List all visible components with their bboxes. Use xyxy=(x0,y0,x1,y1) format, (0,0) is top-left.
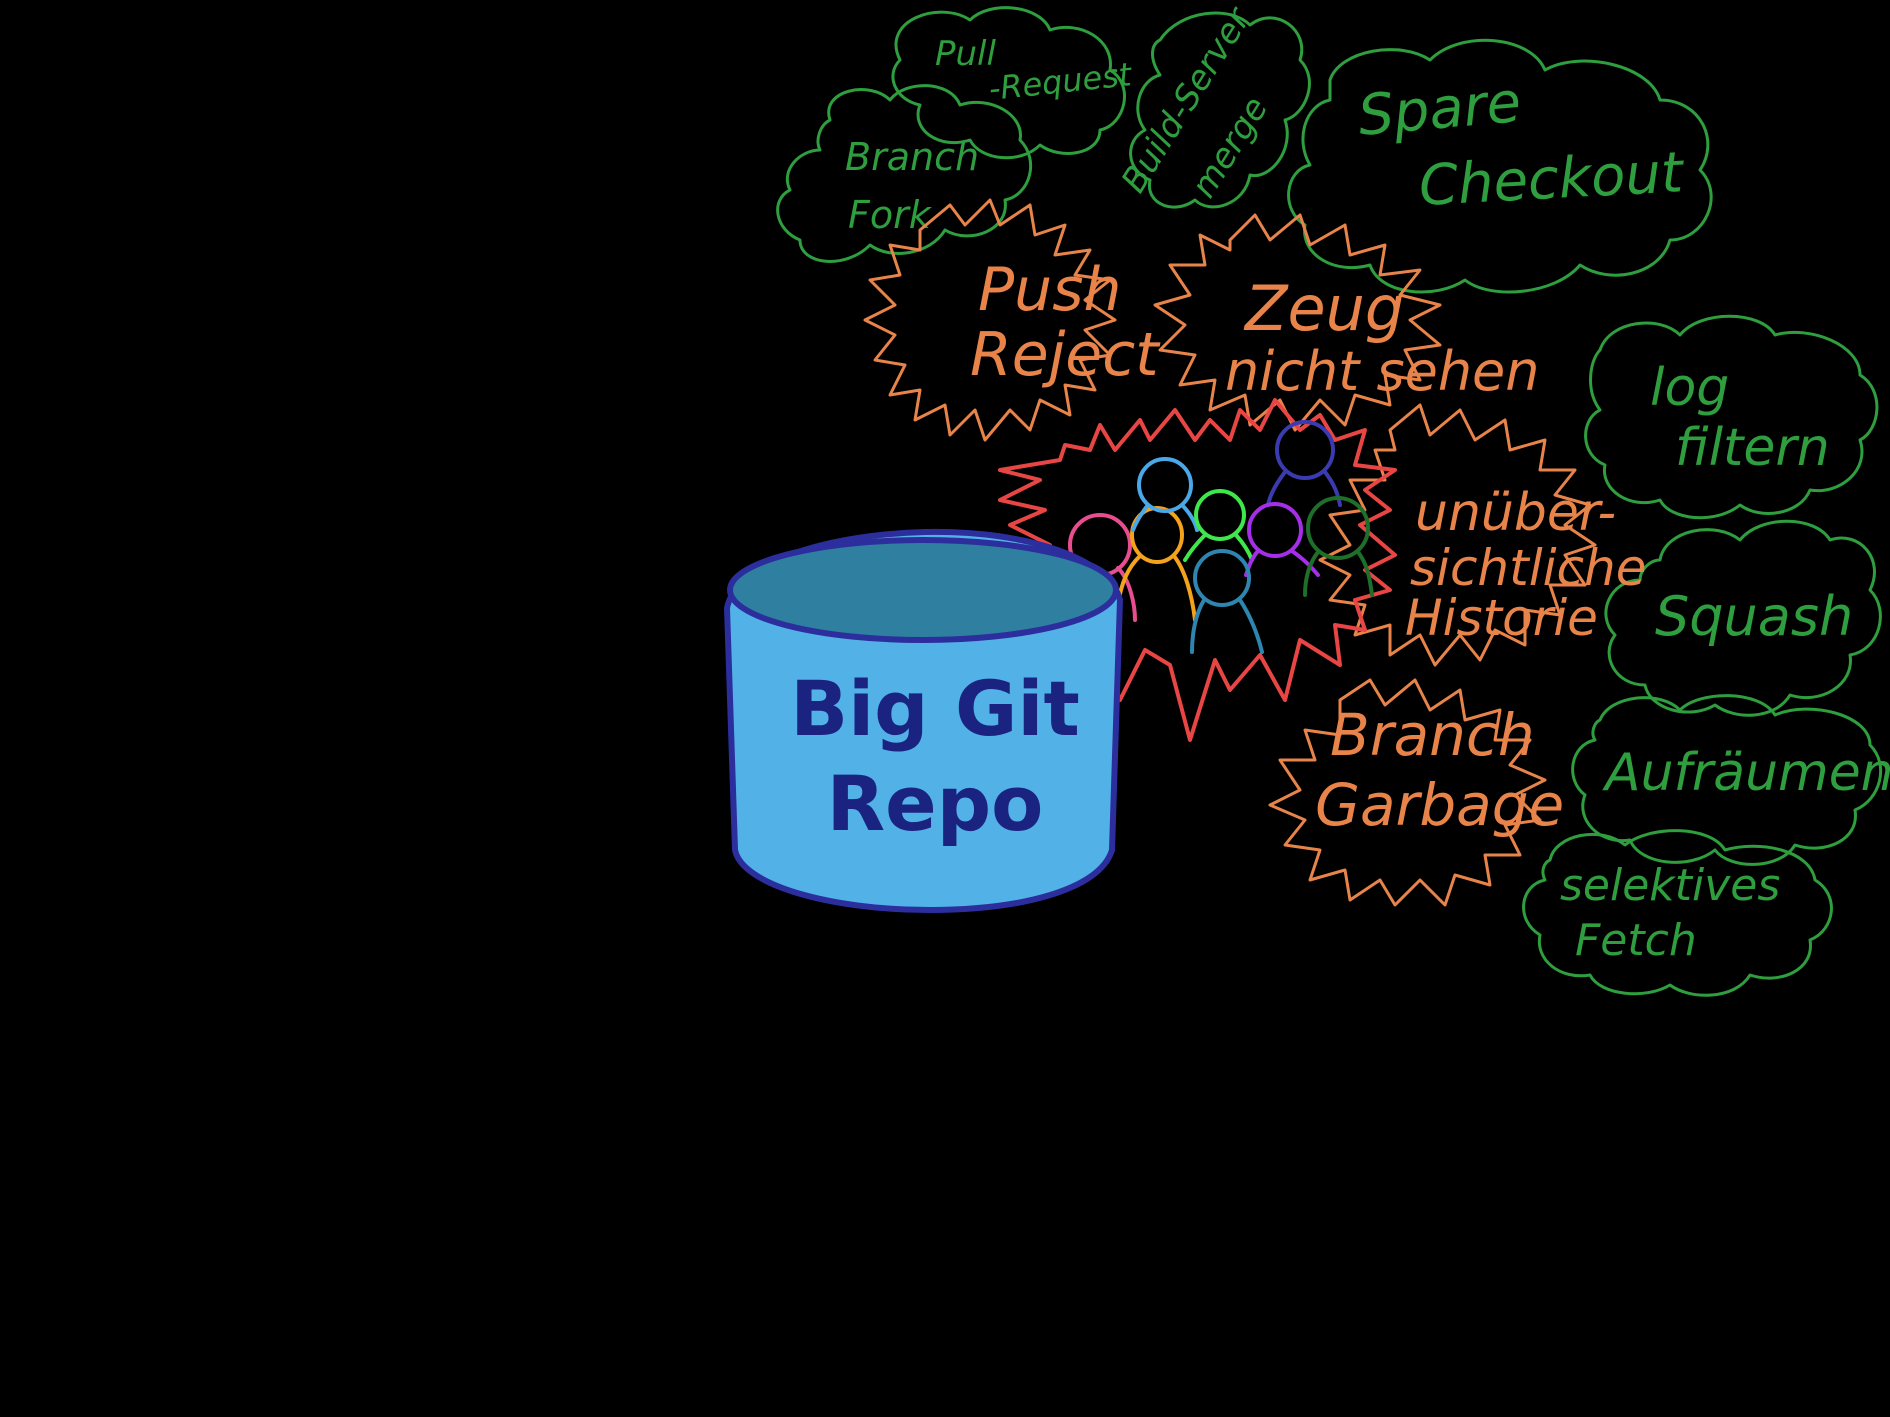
label-branch-fork-1: Branch xyxy=(845,135,979,179)
cloud-build-server xyxy=(1129,11,1311,209)
label-selektives-fetch-2: Fetch xyxy=(1575,915,1697,966)
cloud-aufraeumen xyxy=(1571,694,1883,866)
person-dark-blue xyxy=(1266,420,1342,507)
problem-bursts xyxy=(863,198,1597,907)
person-purple xyxy=(1244,502,1320,577)
cloud-sparse-checkout xyxy=(1287,38,1713,294)
problem-labels: Push Reject Zeug nicht sehen unüber- sic… xyxy=(970,255,1646,839)
cylinder-top xyxy=(727,537,1119,643)
label-selektives-fetch-1: selektives xyxy=(1560,860,1780,911)
label-log-filtern-2: filtern xyxy=(1675,418,1830,478)
burst-zeug-nicht-sehen xyxy=(1153,213,1442,432)
solution-clouds xyxy=(776,6,1883,997)
cloud-selektives-fetch xyxy=(1522,829,1833,997)
cloud-pull-request xyxy=(891,6,1126,160)
label-log-filtern-1: log xyxy=(1650,358,1729,418)
burst-push-reject xyxy=(863,198,1117,442)
cloud-log-filtern xyxy=(1584,314,1879,520)
person-steel-blue xyxy=(1190,549,1264,654)
burst-branch-garbage xyxy=(1268,678,1547,907)
label-sparse-checkout-1: Spare xyxy=(1356,70,1524,149)
label-zeug-1: Zeug xyxy=(1243,272,1404,345)
label-historie-3: Historie xyxy=(1405,589,1598,647)
person-orange xyxy=(1116,506,1197,622)
git-repo-cylinder: Big Git Repo xyxy=(724,528,1123,913)
label-branch-garbage-1: Branch xyxy=(1330,701,1535,769)
person-light-blue xyxy=(1131,457,1199,532)
label-squash: Squash xyxy=(1655,585,1853,648)
repo-label-line2: Repo xyxy=(827,759,1044,848)
person-dark-green xyxy=(1303,496,1374,597)
label-zeug-2: nicht sehen xyxy=(1225,340,1540,403)
cloud-branch-fork xyxy=(776,84,1033,263)
label-push-reject-1: Push xyxy=(978,255,1122,325)
label-aufraeumen: Aufräumen xyxy=(1602,743,1890,803)
label-sparse-checkout-2: Checkout xyxy=(1417,140,1686,219)
label-pull-request-2: -Request xyxy=(987,55,1135,108)
label-branch-garbage-2: Garbage xyxy=(1315,771,1564,839)
burst-historie xyxy=(1318,403,1597,667)
repo-label-line1: Big Git xyxy=(790,664,1080,753)
cloud-squash xyxy=(1604,519,1882,717)
label-pull-request-1: Pull xyxy=(935,34,996,74)
label-historie-2: sichtliche xyxy=(1410,539,1646,597)
label-push-reject-2: Reject xyxy=(970,320,1161,390)
label-historie-1: unüber- xyxy=(1415,483,1616,543)
